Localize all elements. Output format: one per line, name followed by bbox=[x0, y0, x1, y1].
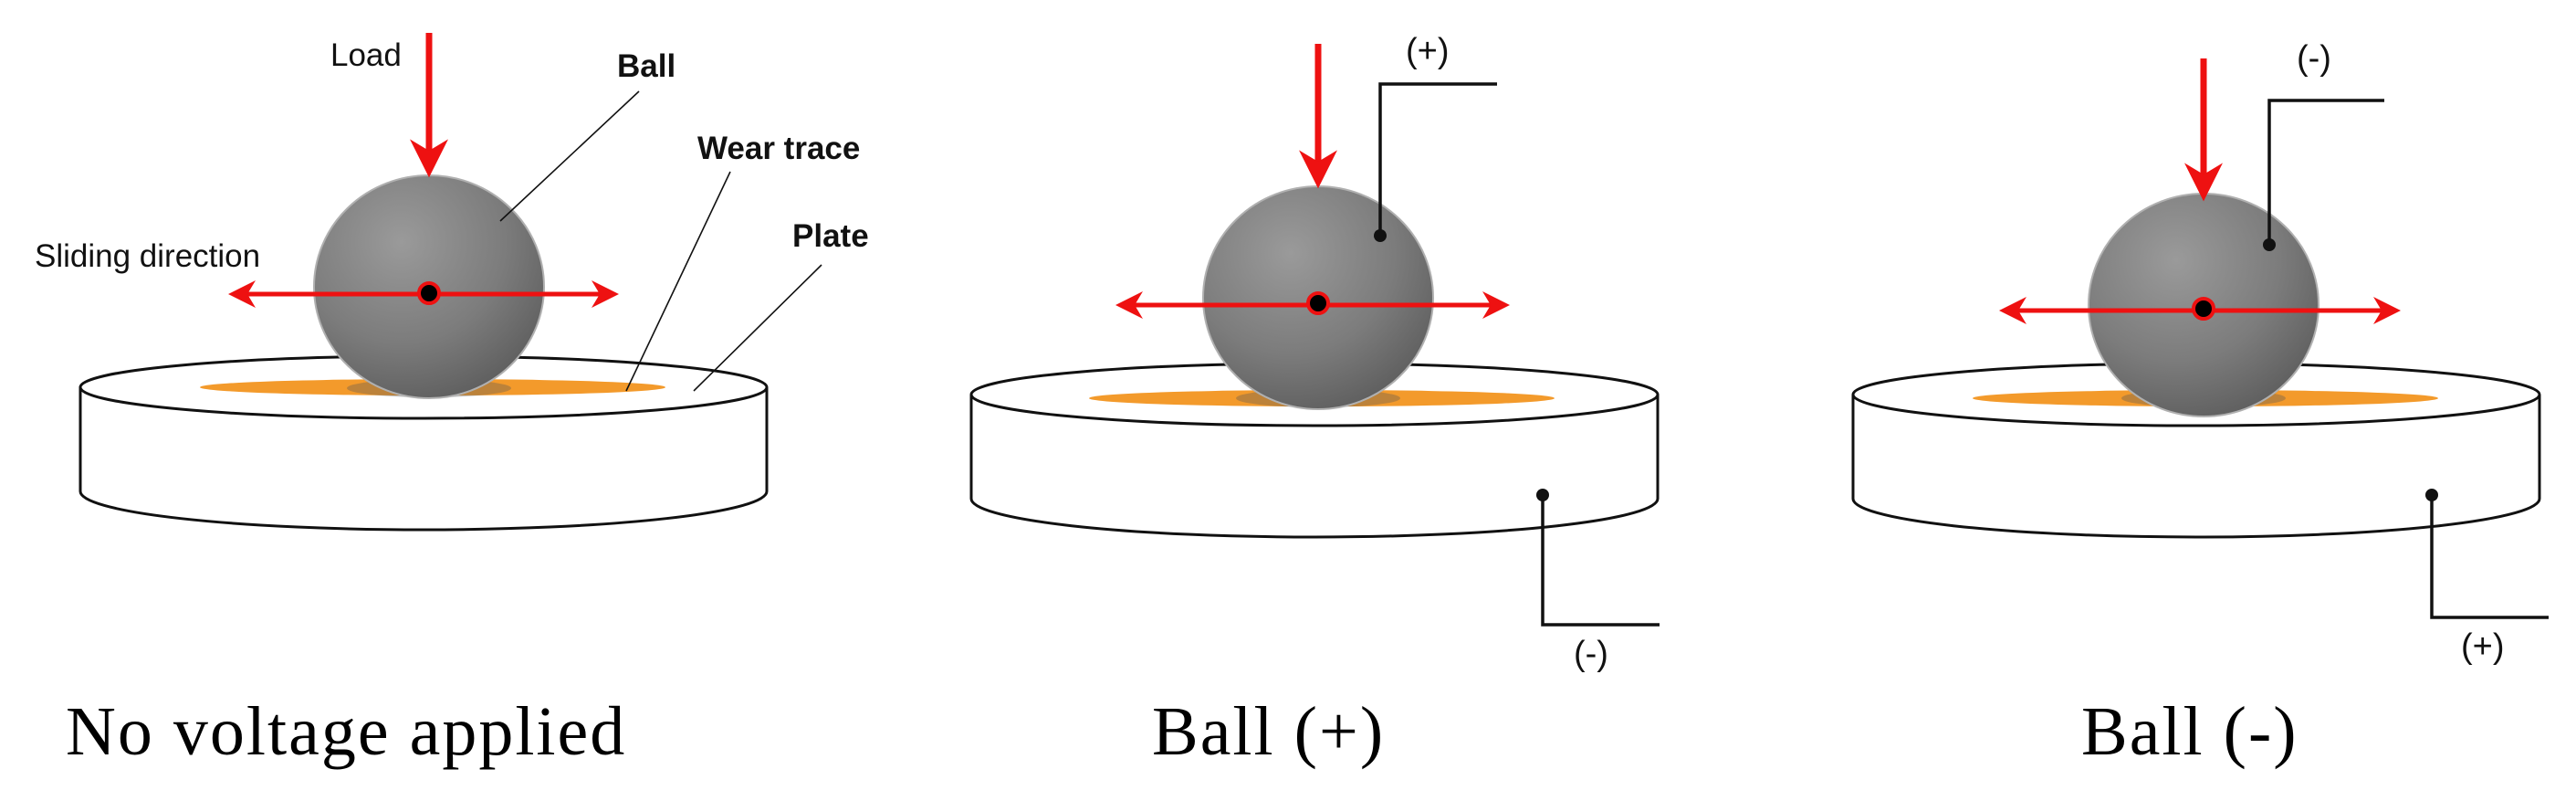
ball-terminal-label: (-) bbox=[2297, 39, 2331, 78]
plate-terminal-label: (+) bbox=[2461, 627, 2505, 666]
plate-electrode-wire bbox=[1536, 489, 1660, 627]
plate bbox=[969, 362, 1660, 539]
ball-center-marker bbox=[2192, 297, 2215, 321]
ball-center-marker bbox=[417, 281, 441, 305]
wear-trace-label: Wear trace bbox=[697, 131, 860, 166]
load-label: Load bbox=[330, 37, 402, 73]
panel-title: Ball (+) bbox=[1152, 693, 1385, 770]
ball-terminal-label: (+) bbox=[1406, 32, 1450, 70]
ball-electrode-wire bbox=[2263, 99, 2384, 251]
panel-title: No voltage applied bbox=[66, 693, 626, 770]
panel-title: Ball (-) bbox=[2081, 693, 2299, 770]
ball-center-marker bbox=[1306, 291, 1330, 315]
panel-ball-negative: (-) (+) Ball (-) bbox=[1851, 39, 2549, 770]
plate-terminal-label: (-) bbox=[1574, 635, 1608, 673]
panel-ball-positive: (+) (-) Ball (+) bbox=[969, 32, 1660, 770]
ball-electrode-wire bbox=[1374, 82, 1497, 242]
sliding-direction-label: Sliding direction bbox=[35, 238, 260, 274]
plate-label: Plate bbox=[792, 218, 869, 254]
ball-label: Ball bbox=[617, 48, 675, 84]
leader-lines bbox=[499, 90, 822, 392]
plate-electrode-wire bbox=[2425, 489, 2549, 619]
panel-no-voltage: Load Ball Wear trace Plate Sliding direc… bbox=[35, 33, 869, 770]
